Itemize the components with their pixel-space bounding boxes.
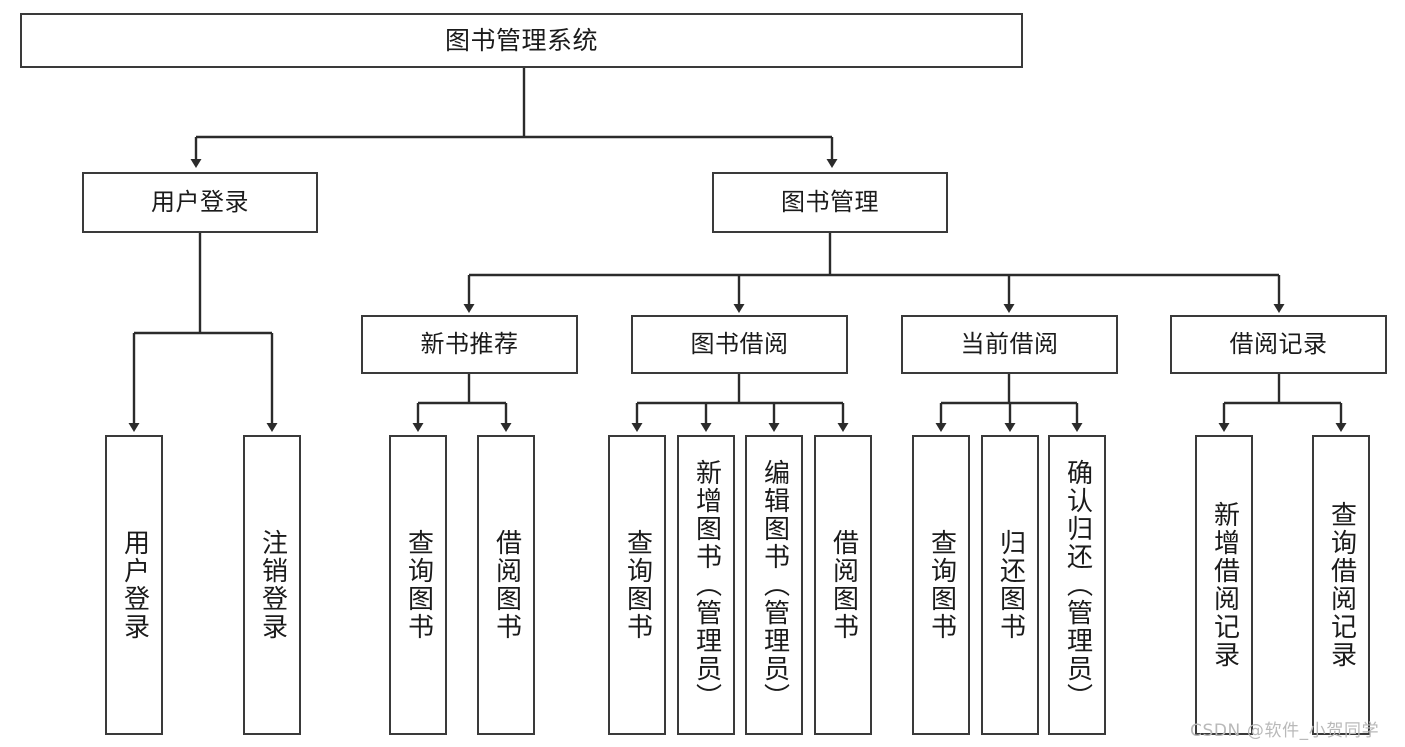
node-leaf-add-borrow-record[interactable]: 新增借阅记录 bbox=[1195, 435, 1253, 735]
node-leaf-query-borrow-record[interactable]: 查询借阅记录 bbox=[1312, 435, 1370, 735]
node-label: 注销登录 bbox=[257, 529, 288, 641]
node-borrow-record[interactable]: 借阅记录 bbox=[1170, 315, 1387, 374]
node-leaf-query-book-2[interactable]: 查询图书 bbox=[608, 435, 666, 735]
node-label: 当前借阅 bbox=[960, 329, 1059, 358]
node-label: 查询图书 bbox=[622, 529, 653, 641]
node-label: 新增借阅记录 bbox=[1209, 501, 1240, 669]
node-label: 归还图书 bbox=[995, 529, 1026, 641]
node-label: 编辑图书（管理员） bbox=[759, 459, 790, 711]
node-current-borrow[interactable]: 当前借阅 bbox=[901, 315, 1118, 374]
node-leaf-query-book-3[interactable]: 查询图书 bbox=[912, 435, 970, 735]
node-book-borrow[interactable]: 图书借阅 bbox=[631, 315, 848, 374]
node-leaf-user-login[interactable]: 用户登录 bbox=[105, 435, 163, 735]
node-label: 图书管理 bbox=[781, 187, 879, 216]
node-label: 新书推荐 bbox=[420, 329, 519, 358]
node-label: 查询图书 bbox=[403, 529, 434, 641]
node-label: 图书借阅 bbox=[690, 329, 789, 358]
node-leaf-return-book[interactable]: 归还图书 bbox=[981, 435, 1039, 735]
node-leaf-edit-book[interactable]: 编辑图书（管理员） bbox=[745, 435, 803, 735]
node-label: 借阅图书 bbox=[828, 529, 859, 641]
node-label: 查询图书 bbox=[926, 529, 957, 641]
node-label: 新增图书（管理员） bbox=[691, 459, 722, 711]
node-label: 确认归还（管理员） bbox=[1062, 459, 1093, 711]
node-label: 借阅记录 bbox=[1229, 329, 1328, 358]
node-book-management[interactable]: 图书管理 bbox=[712, 172, 948, 233]
node-label: 图书管理系统 bbox=[444, 26, 598, 55]
node-leaf-confirm-return[interactable]: 确认归还（管理员） bbox=[1048, 435, 1106, 735]
node-new-book-recommend[interactable]: 新书推荐 bbox=[361, 315, 578, 374]
node-user-login[interactable]: 用户登录 bbox=[82, 172, 318, 233]
node-leaf-query-book-1[interactable]: 查询图书 bbox=[389, 435, 447, 735]
node-leaf-add-book[interactable]: 新增图书（管理员） bbox=[677, 435, 735, 735]
node-leaf-borrow-book-2[interactable]: 借阅图书 bbox=[814, 435, 872, 735]
csdn-watermark: CSDN @软件_小贺同学 bbox=[1190, 721, 1380, 741]
node-label: 用户登录 bbox=[119, 529, 150, 641]
node-label: 借阅图书 bbox=[491, 529, 522, 641]
node-leaf-borrow-book-1[interactable]: 借阅图书 bbox=[477, 435, 535, 735]
node-leaf-logout-login[interactable]: 注销登录 bbox=[243, 435, 301, 735]
node-label: 查询借阅记录 bbox=[1326, 501, 1357, 669]
node-label: 用户登录 bbox=[151, 187, 249, 216]
node-root-library-system[interactable]: 图书管理系统 bbox=[20, 13, 1023, 68]
